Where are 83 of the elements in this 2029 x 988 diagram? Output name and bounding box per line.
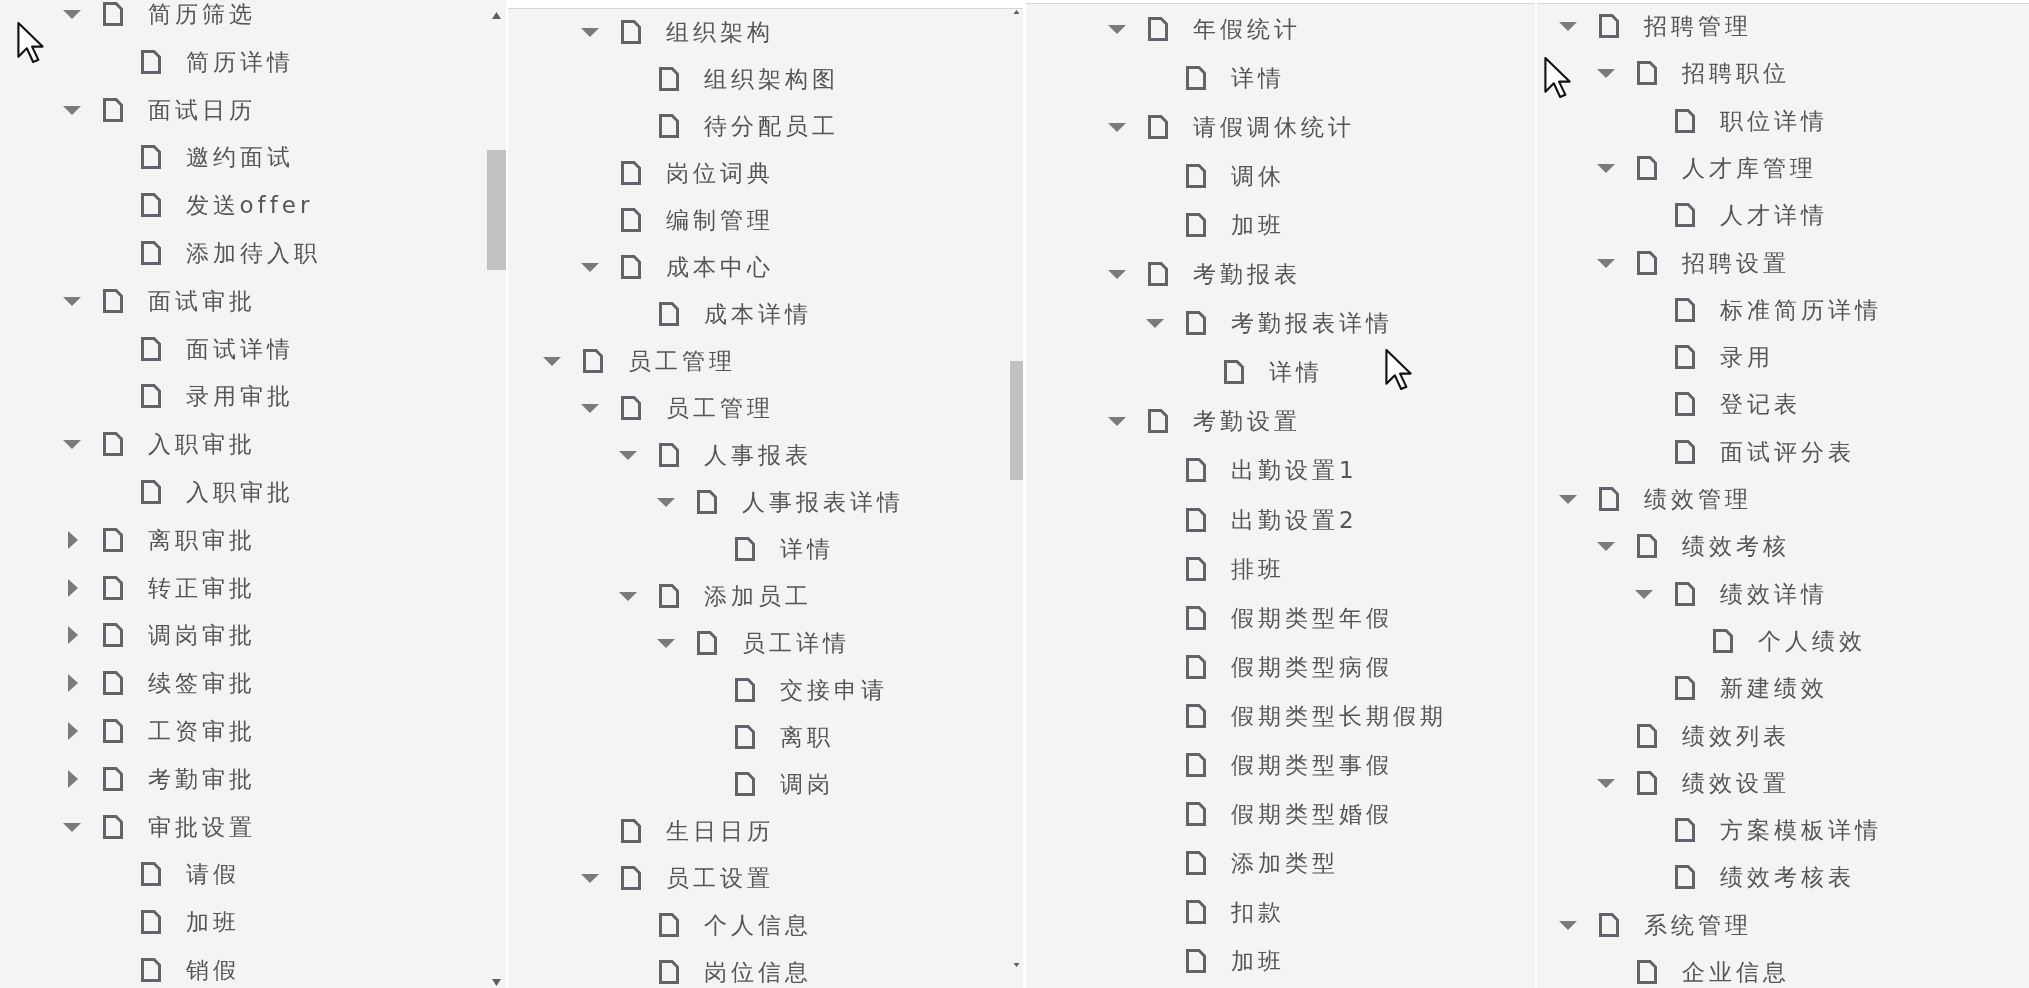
tree-item-label: 交接申请	[780, 676, 888, 705]
tree-item-label: 个人信息	[704, 911, 812, 940]
tree-item-label: 员工详情	[742, 629, 850, 658]
tree-item-label: 人事报表	[704, 441, 812, 470]
tree-item-label: 个人绩效	[1758, 626, 1866, 656]
tree-item-label: 绩效管理	[1644, 485, 1752, 514]
tree-item-label: 岗位信息	[704, 958, 812, 987]
tree-item-label: 生日日历	[666, 817, 774, 846]
tree-item-label: 系统管理	[1644, 910, 1752, 940]
tree-item-label: 企业信息	[1682, 958, 1790, 987]
tree-item-label: 组织架构	[666, 18, 774, 47]
tree-item-label: 编制管理	[666, 206, 774, 235]
tree-item-label: 假期类型长期假期	[1231, 701, 1447, 731]
tree-item-label: 调岗	[780, 770, 834, 799]
tree-item-label: 调休	[1231, 161, 1285, 191]
tree-item-label: 年假统计	[1193, 14, 1301, 44]
tree-item-label: 绩效列表	[1682, 721, 1790, 751]
tree-item-label: 面试详情	[185, 334, 294, 364]
tree-item-label: 面试日历	[147, 95, 256, 125]
tree-item-label: 假期类型事假	[1231, 751, 1393, 780]
tree-item-label: 考勤报表	[1193, 260, 1301, 289]
tree-item-label: 添加员工	[704, 582, 812, 611]
tree-item-label: 岗位词典	[666, 159, 774, 188]
tree-item-label: 发送offer	[185, 191, 314, 221]
tree-item-label: 加班	[185, 908, 240, 938]
tree-item-label: 标准简历详情	[1720, 295, 1882, 325]
tree-item-label: 考勤设置	[1193, 407, 1301, 437]
tree-item-label: 员工管理	[666, 394, 774, 423]
tree-item-label: 绩效详情	[1720, 579, 1828, 609]
tree-item-label: 成本中心	[666, 253, 774, 282]
tree-item-label: 招聘管理	[1644, 12, 1752, 41]
tree-item-label: 调岗审批	[147, 621, 256, 651]
tree-item-label: 绩效设置	[1682, 768, 1790, 798]
tree-item-label: 员工管理	[628, 347, 736, 376]
tree-item-label: 详情	[780, 535, 834, 564]
tree-item-label: 工资审批	[147, 717, 256, 746]
tree-item-label: 请假	[185, 860, 240, 890]
tree-item-label: 离职审批	[147, 525, 256, 555]
tree-item-label: 招聘职位	[1682, 59, 1790, 89]
tree-item-label: 面试评分表	[1720, 437, 1855, 467]
tree-item-label: 待分配员工	[704, 112, 839, 141]
tree-item-label: 面试审批	[147, 286, 256, 316]
tree-item-label: 绩效考核	[1682, 532, 1790, 562]
tree-item-label: 组织架构图	[704, 65, 839, 94]
tree-item-label: 请假调休统计	[1193, 112, 1355, 142]
tree-item-label: 考勤报表详情	[1231, 309, 1393, 339]
tree-item-label: 职位详情	[1720, 106, 1828, 136]
tree-item-label: 新建绩效	[1720, 674, 1828, 704]
tree-item-label: 离职	[780, 723, 834, 752]
tree-item-label: 登记表	[1720, 390, 1801, 420]
tree-item-label: 方案模板详情	[1720, 816, 1882, 846]
tree-item-label: 添加待入职	[185, 239, 321, 268]
tree-item-label: 出勤设置2	[1231, 505, 1358, 535]
tree-item-label: 扣款	[1231, 898, 1285, 928]
tree-item-label: 转正审批	[147, 573, 256, 603]
tree-item-label: 录用	[1720, 343, 1774, 373]
tree-item-label: 加班	[1231, 947, 1285, 977]
tree-item-label: 入职审批	[185, 478, 294, 507]
tree-item-label: 加班	[1231, 210, 1285, 240]
tree-item-label: 人才库管理	[1682, 153, 1817, 183]
tree-item-label: 人才详情	[1720, 201, 1828, 231]
tree-item-label: 入职审批	[147, 430, 256, 460]
tree-item-label: 详情	[1231, 63, 1285, 93]
tree-item-label: 简历筛选	[147, 0, 256, 29]
tree-item-label: 假期类型年假	[1231, 603, 1393, 633]
tree-item-label: 录用审批	[185, 382, 294, 412]
tree-item-label: 出勤设置1	[1231, 456, 1358, 486]
tree-item-label: 排班	[1231, 554, 1285, 584]
tree-item-label: 员工设置	[666, 864, 774, 893]
tree-item-label: 详情	[1269, 358, 1323, 388]
tree-item-label: 招聘设置	[1682, 248, 1790, 278]
tree-item-label: 续签审批	[147, 669, 256, 699]
tree-item-label: 添加类型	[1231, 849, 1339, 879]
tree-item-label: 销假	[185, 956, 240, 985]
tree-item-label: 邀约面试	[185, 143, 294, 173]
tree-item-label: 成本详情	[704, 300, 812, 329]
tree-item-label: 人事报表详情	[742, 488, 904, 517]
tree-item-label: 简历详情	[185, 47, 294, 77]
tree-item-label: 假期类型婚假	[1231, 800, 1393, 830]
tree-item-label: 考勤审批	[147, 764, 256, 794]
tree-item-label: 绩效考核表	[1720, 863, 1855, 893]
tree-item-label: 假期类型病假	[1231, 652, 1393, 682]
tree-item-label: 审批设置	[147, 812, 256, 842]
